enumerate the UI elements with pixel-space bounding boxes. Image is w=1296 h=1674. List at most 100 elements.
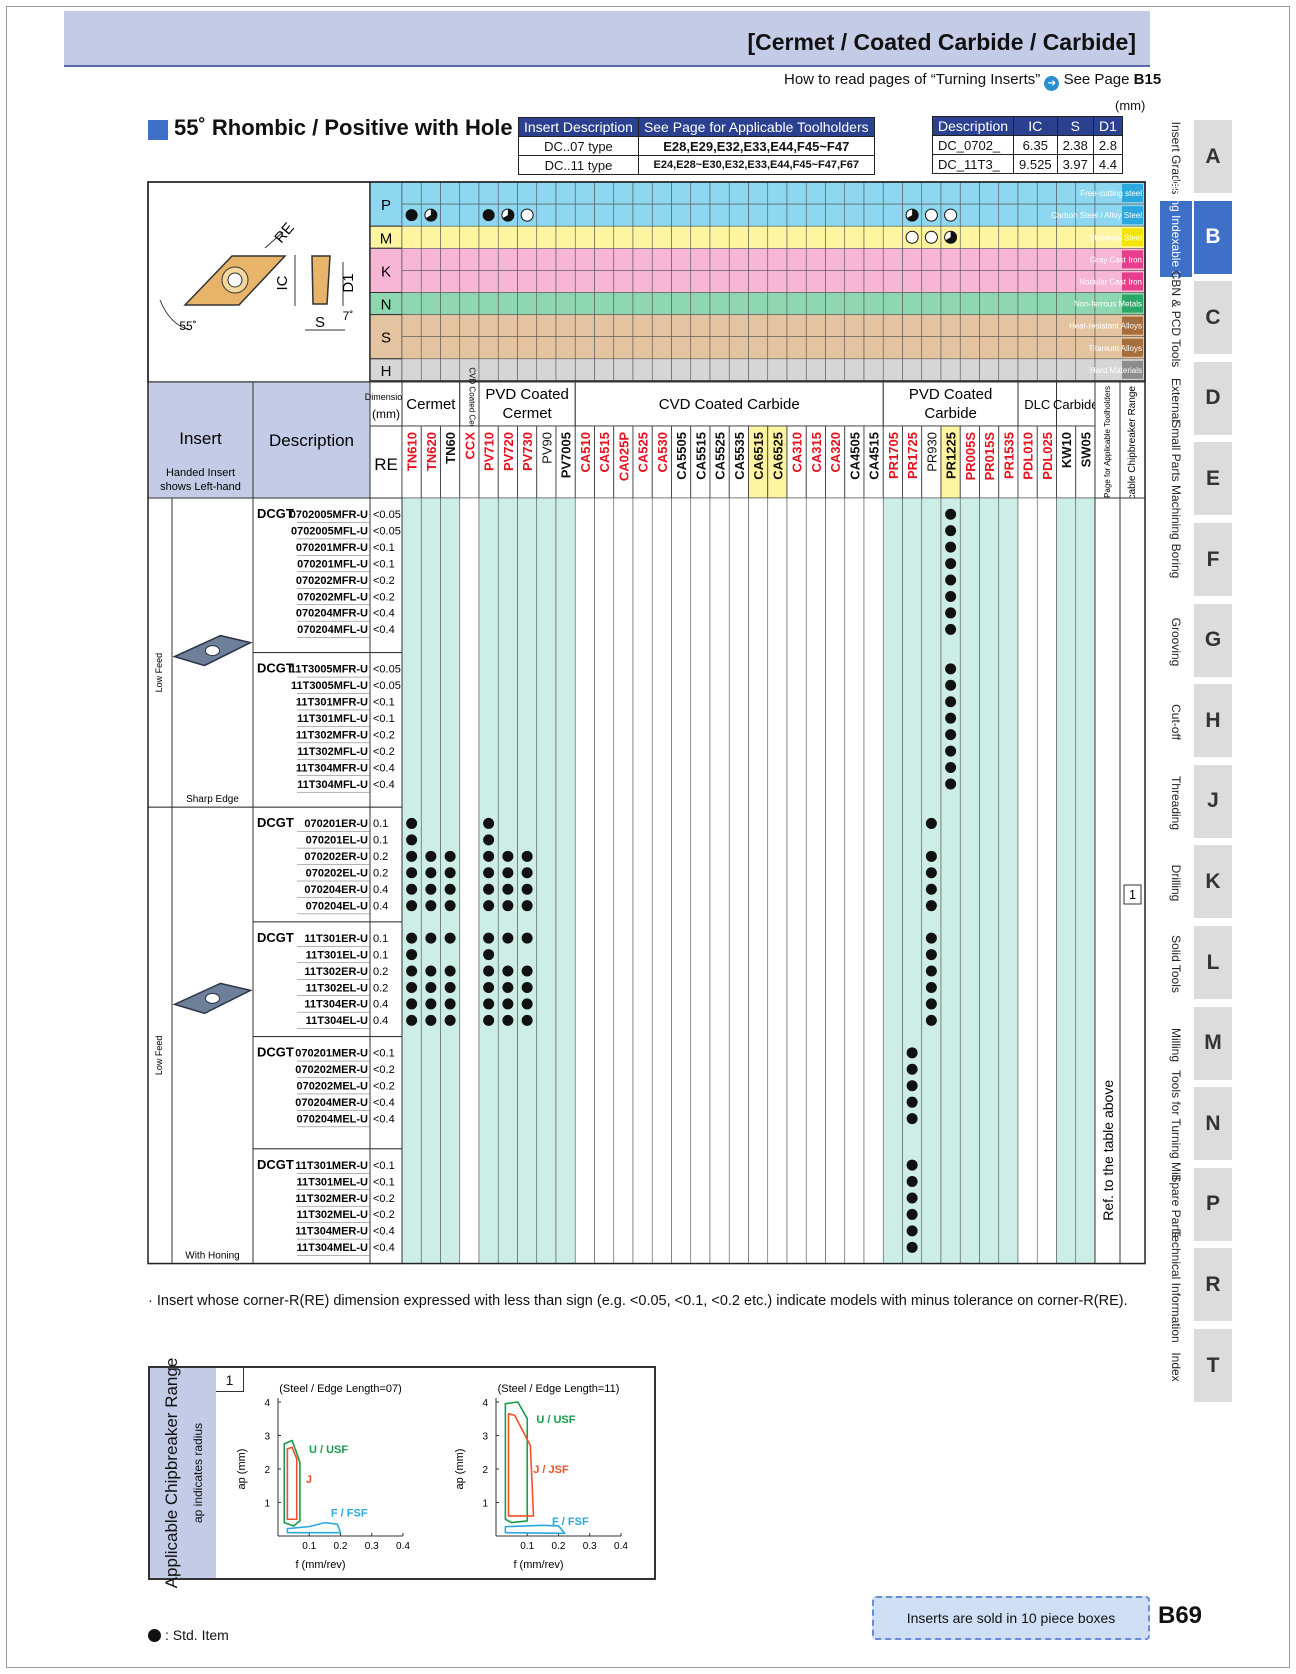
material-cell — [709, 225, 730, 249]
material-cell — [959, 292, 980, 315]
material-cell — [882, 358, 903, 382]
std-item-dot — [444, 1014, 456, 1026]
std-item-dot-icon — [148, 1629, 161, 1642]
material-cell — [940, 292, 961, 315]
material-cell — [825, 225, 846, 249]
std-item-dot — [521, 932, 533, 944]
tab-label-text: Solid Tools — [1169, 935, 1183, 993]
model-code: 070201MFL-U — [297, 558, 368, 570]
series-name: DCGT — [257, 506, 294, 521]
material-cell — [1036, 314, 1057, 338]
chart-x-tick-label: 0.1 — [520, 1541, 534, 1552]
material-cell — [401, 270, 422, 293]
material-cell — [690, 225, 711, 249]
material-cell — [1017, 292, 1038, 315]
material-cell — [767, 358, 788, 382]
material-cell — [998, 314, 1019, 338]
chart-series-outline — [283, 1439, 301, 1527]
drawing-label-2: D1 — [340, 273, 357, 292]
howto-link[interactable]: How to read pages of “Turning Inserts” ➔… — [784, 71, 1161, 91]
re-value: <0.2 — [373, 746, 395, 758]
material-cell — [863, 203, 884, 227]
chart-xlabel: f (mm/rev) — [513, 1559, 563, 1571]
std-item-dot — [483, 883, 495, 895]
material-cell — [863, 270, 884, 293]
material-cell — [459, 270, 480, 293]
re-value: <0.2 — [373, 1064, 395, 1076]
material-cell — [632, 270, 653, 293]
std-item-dot — [925, 850, 937, 862]
std-item-dot — [945, 663, 957, 675]
grade-column — [517, 497, 538, 1264]
model-code: 11T302ER-U — [304, 966, 368, 978]
chipbreaker-box: Applicable Chipbreaker Range ap indicate… — [148, 1358, 656, 1588]
material-cell — [1056, 270, 1077, 293]
material-cell — [825, 203, 846, 227]
grade-column — [921, 497, 942, 1264]
material-cell — [825, 181, 846, 205]
chart-series-label: F / FSF — [552, 1516, 589, 1528]
model-code: 070202EL-U — [306, 868, 368, 880]
series-name: DCGT — [257, 930, 294, 945]
re-value: 0.1 — [373, 933, 388, 945]
grade-name: CA5535 — [732, 432, 747, 480]
std-item-dot — [906, 1096, 918, 1108]
material-cell — [844, 336, 865, 360]
material-cell — [440, 292, 461, 315]
std-item-dot — [406, 965, 418, 977]
std-item-dot — [945, 745, 957, 757]
tab-letter: H — [1194, 684, 1232, 761]
material-cell — [420, 270, 441, 293]
material-cell — [998, 203, 1019, 227]
material-cell — [882, 270, 903, 293]
material-cell — [786, 181, 807, 205]
grade-name: PDL010 — [1021, 432, 1036, 480]
material-cell — [690, 314, 711, 338]
material-cell — [979, 225, 1000, 249]
sold-box: Inserts are sold in 10 piece boxes — [872, 1596, 1150, 1640]
tab-letter: T — [1194, 1329, 1232, 1405]
tab-label: Boring — [1160, 523, 1192, 599]
grade-group-header — [574, 381, 884, 427]
std-item-dot — [502, 932, 514, 944]
material-cell — [998, 270, 1019, 293]
material-cell — [1017, 181, 1038, 205]
legend: : Std. Item — [148, 1627, 229, 1643]
insert-side-shape — [311, 255, 331, 305]
std-item-dot — [906, 1225, 918, 1237]
grade-column — [420, 497, 441, 1264]
grade-column — [902, 497, 923, 1264]
grade-column — [671, 497, 692, 1264]
tab-letter: M — [1194, 1006, 1232, 1083]
material-cell — [786, 314, 807, 338]
material-cell — [767, 336, 788, 360]
performance-half-fill — [945, 231, 957, 244]
material-cell — [497, 292, 518, 315]
performance-light-icon — [944, 208, 958, 222]
series-name: DCGT — [257, 661, 294, 676]
performance-light-icon — [924, 208, 938, 222]
chart-x-tick-label: 0.2 — [552, 1541, 566, 1552]
material-cell — [420, 225, 441, 249]
material-letter: K — [381, 263, 391, 280]
material-cell — [998, 336, 1019, 360]
tab-label: Cut-off — [1160, 684, 1192, 760]
std-item-dot — [925, 998, 937, 1010]
